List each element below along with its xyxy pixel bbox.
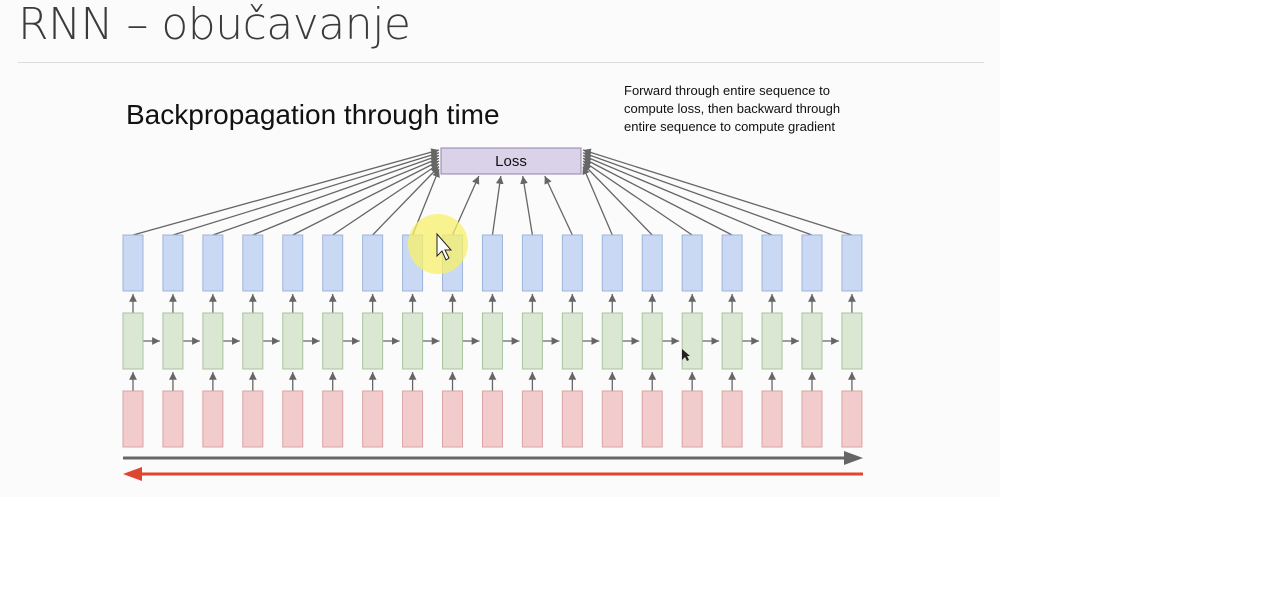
input-cell bbox=[402, 390, 424, 448]
hidden-cell bbox=[561, 312, 583, 370]
output-cell bbox=[282, 234, 304, 292]
backward-pass-arrowhead bbox=[123, 467, 142, 481]
loss-edge bbox=[332, 163, 440, 236]
input-cell bbox=[521, 390, 543, 448]
small-pointer-icon bbox=[682, 349, 690, 361]
output-cell bbox=[362, 234, 384, 292]
input-cell bbox=[681, 390, 703, 448]
loss-edge bbox=[212, 154, 440, 236]
input-cell bbox=[561, 390, 583, 448]
slide-title: RNN – obučavanje bbox=[18, 0, 411, 50]
loss-label: Loss bbox=[495, 153, 527, 170]
hidden-cell bbox=[801, 312, 823, 370]
output-cell bbox=[202, 234, 224, 292]
hidden-cell bbox=[122, 312, 144, 370]
input-cell bbox=[322, 390, 344, 448]
output-cell bbox=[761, 234, 783, 292]
edges-layer bbox=[129, 148, 856, 391]
input-cell bbox=[481, 390, 503, 448]
hidden-cell bbox=[681, 312, 703, 370]
loss-edge bbox=[132, 148, 440, 236]
hidden-cell bbox=[521, 312, 543, 370]
output-cell bbox=[601, 234, 623, 292]
title-divider bbox=[18, 62, 984, 63]
hidden-cell bbox=[641, 312, 663, 370]
loss-edge bbox=[544, 175, 573, 236]
input-cell bbox=[442, 390, 464, 448]
loss-layer: Loss bbox=[440, 147, 582, 175]
time-arrows-layer bbox=[123, 451, 863, 481]
input-cell bbox=[162, 390, 184, 448]
caption-line: entire sequence to compute gradient bbox=[624, 119, 836, 134]
forward-pass-arrowhead bbox=[844, 451, 863, 465]
loss-edge bbox=[582, 157, 733, 236]
input-cell bbox=[362, 390, 384, 448]
output-cell bbox=[801, 234, 823, 292]
input-cell bbox=[242, 390, 264, 448]
output-cell bbox=[521, 234, 543, 292]
hidden-cell bbox=[402, 312, 424, 370]
output-cell bbox=[481, 234, 503, 292]
hidden-cell bbox=[242, 312, 264, 370]
hidden-cell bbox=[282, 312, 304, 370]
slide: RNN – obučavanje Backpropagation through… bbox=[18, 0, 984, 481]
output-cell bbox=[681, 234, 703, 292]
hidden-cell bbox=[322, 312, 344, 370]
loss-edge bbox=[372, 166, 440, 236]
diagram-caption: Forward through entire sequence to compu… bbox=[624, 82, 840, 136]
loss-edge bbox=[582, 151, 813, 236]
loss-edge bbox=[292, 160, 440, 236]
hidden-cell bbox=[162, 312, 184, 370]
loss-edge bbox=[582, 166, 613, 236]
loss-edge bbox=[582, 163, 653, 236]
diagram-title: Backpropagation through time bbox=[126, 99, 500, 130]
loss-edge bbox=[582, 160, 693, 236]
output-cell bbox=[162, 234, 184, 292]
hidden-cell bbox=[481, 312, 503, 370]
input-cell bbox=[761, 390, 783, 448]
hidden-cell bbox=[362, 312, 384, 370]
input-cell bbox=[641, 390, 663, 448]
output-cell bbox=[641, 234, 663, 292]
cursor-layer bbox=[408, 214, 690, 361]
hidden-cell bbox=[841, 312, 863, 370]
bptt-diagram: Loss bbox=[122, 147, 863, 481]
hidden-cell bbox=[761, 312, 783, 370]
loss-edge bbox=[582, 154, 773, 236]
mouse-pointer-icon bbox=[436, 232, 453, 261]
caption-line: Forward through entire sequence to bbox=[624, 83, 830, 98]
hidden-cell bbox=[601, 312, 623, 370]
output-cell bbox=[841, 234, 863, 292]
output-cell bbox=[122, 234, 144, 292]
output-cell bbox=[721, 234, 743, 292]
loss-edge bbox=[582, 148, 853, 236]
input-cell bbox=[282, 390, 304, 448]
input-cell bbox=[721, 390, 743, 448]
output-cell bbox=[322, 234, 344, 292]
input-cell bbox=[601, 390, 623, 448]
loss-edge bbox=[520, 175, 534, 236]
cells-layer bbox=[122, 234, 863, 448]
loss-edge bbox=[172, 151, 440, 236]
input-cell bbox=[801, 390, 823, 448]
loss-box bbox=[440, 147, 582, 175]
loss-edge bbox=[491, 175, 504, 236]
hidden-cell bbox=[721, 312, 743, 370]
hidden-cell bbox=[442, 312, 464, 370]
loss-edge bbox=[252, 157, 440, 236]
hidden-cell bbox=[202, 312, 224, 370]
input-cell bbox=[122, 390, 144, 448]
output-cell bbox=[242, 234, 264, 292]
input-cell bbox=[202, 390, 224, 448]
output-cell bbox=[561, 234, 583, 292]
caption-line: compute loss, then backward through bbox=[624, 101, 841, 116]
input-cell bbox=[841, 390, 863, 448]
